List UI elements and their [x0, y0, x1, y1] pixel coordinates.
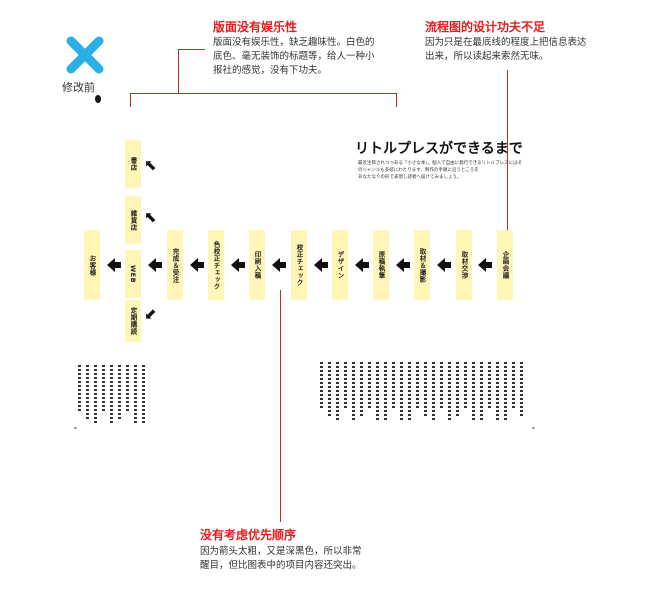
flow-step-color-proof: 色校正チェック	[208, 230, 224, 300]
text-column	[344, 362, 347, 410]
annotation-title-flowchart: 流程图的设计功夫不足	[425, 20, 546, 34]
flow-step-planning: 企画会議	[497, 230, 513, 300]
arrow-left-icon	[148, 258, 162, 272]
text-column	[384, 362, 387, 422]
doc-intro-1: 最近注目されつつある「小さな本」。個人で自由に発行できるリトルプレスにはそのジャ…	[358, 161, 523, 173]
text-column	[368, 362, 371, 410]
text-column	[456, 362, 459, 418]
flow-step-negotiation: 取材交渉	[456, 230, 472, 300]
text-column	[78, 365, 81, 411]
branch-bookstore: 書店	[125, 140, 141, 188]
text-column	[328, 362, 331, 418]
text-column	[504, 362, 507, 422]
text-column	[448, 362, 451, 422]
annotation-body-priority: 因为箭头太粗，又是深黑色，所以非常醒目，但比图表中的项目内容还突出。	[200, 546, 362, 571]
annotation-title-entertainment: 版面没有娱乐性	[213, 20, 298, 34]
arrow-left-icon	[272, 258, 286, 272]
text-column	[408, 362, 411, 422]
branch-subscription: 定期購読	[125, 300, 141, 342]
text-column	[320, 362, 323, 410]
text-column	[480, 362, 483, 422]
text-column	[134, 365, 137, 423]
text-column	[512, 362, 515, 410]
bracket-left-tick	[130, 93, 131, 107]
arrow-up-left-icon: ⬉	[144, 156, 157, 174]
text-column	[142, 365, 145, 423]
text-column	[376, 362, 379, 422]
text-column	[360, 362, 363, 418]
annotation-body-entertainment: 版面没有娱乐性，缺乏趣味性。白色的底色、毫无装饰的标题等，给人一种小报社的感觉，…	[213, 37, 375, 76]
right-page-text	[320, 362, 523, 424]
bracket-right-tick	[396, 93, 397, 107]
flow-step-writing: 原稿執筆	[373, 230, 389, 300]
arrow-left-icon	[478, 258, 492, 272]
arrow-left-icon	[231, 258, 245, 272]
flow-step-printing: 印刷入稿	[249, 230, 265, 300]
arrow-left-icon	[190, 258, 204, 272]
page-marker-left: -	[74, 424, 77, 432]
text-column	[400, 362, 403, 422]
flow-end-customer: お客様	[84, 230, 100, 300]
text-column	[352, 362, 355, 422]
pointer-line-flowchart	[507, 70, 508, 232]
text-column	[336, 362, 339, 422]
text-column	[392, 362, 395, 410]
text-column	[472, 362, 475, 422]
text-column	[102, 365, 105, 411]
pointer-line-priority	[280, 290, 281, 522]
text-column	[464, 362, 467, 410]
annotation-body-flowchart: 因为只是在最底线的程度上把信息表达出来，所以读起来索然无味。	[425, 37, 587, 62]
annotation-title-priority: 没有考虑优先顺序	[200, 528, 297, 542]
pin-icon	[95, 95, 101, 103]
text-column	[432, 362, 435, 422]
arrow-down-left-icon: ⬋	[144, 305, 157, 323]
text-column	[416, 362, 419, 410]
arrow-left-icon	[396, 258, 410, 272]
text-column	[424, 362, 427, 418]
bracket-stem	[178, 49, 179, 93]
text-column	[520, 362, 523, 418]
doc-title: リトルプレスができるまで	[355, 141, 523, 157]
bracket-horizontal	[130, 93, 396, 94]
before-marker: 修改前	[60, 35, 110, 115]
text-column	[94, 365, 97, 423]
page-marker-right: -	[532, 424, 535, 432]
branch-web: WEB	[125, 250, 141, 298]
flow-step-proofing: 校正チェック	[291, 230, 307, 300]
text-column	[110, 365, 113, 423]
arrow-up-left-icon: ⬉	[144, 208, 157, 226]
text-column	[440, 362, 443, 410]
flow-step-completion: 完成＆受注	[167, 230, 183, 300]
doc-intro-2: あなたなりの形で表現し読者へ届けてみましょう。	[358, 175, 462, 180]
text-column	[126, 365, 129, 411]
flow-step-design: デザイン	[332, 230, 348, 300]
text-column	[496, 362, 499, 422]
before-label: 修改前	[62, 81, 95, 94]
arrow-left-icon	[355, 258, 369, 272]
text-column	[86, 365, 89, 419]
text-column	[488, 362, 491, 410]
arrow-left-icon	[107, 258, 121, 272]
flow-step-shooting: 取材＆撮影	[414, 230, 430, 300]
branch-general-store: 雑貨店	[125, 196, 141, 244]
arrow-left-icon	[314, 258, 328, 272]
x-icon	[66, 36, 104, 74]
left-page-text	[78, 365, 150, 425]
bracket-top-line	[178, 49, 205, 50]
arrow-left-icon	[437, 258, 451, 272]
text-column	[118, 365, 121, 419]
